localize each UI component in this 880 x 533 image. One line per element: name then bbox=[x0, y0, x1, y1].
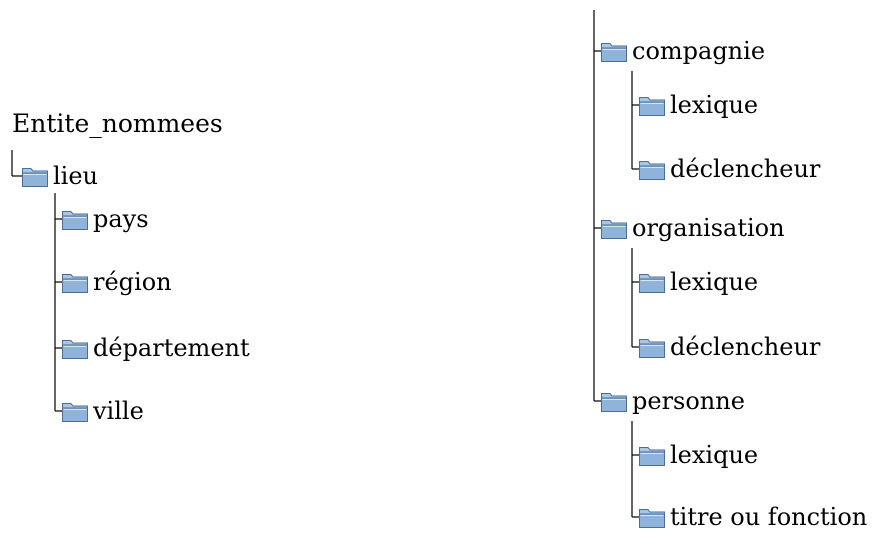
tree-node-departement[interactable]: département bbox=[61, 332, 250, 364]
tree-node-label: titre ou fonction bbox=[670, 503, 868, 531]
tree-node-label: département bbox=[93, 334, 250, 362]
folder-icon bbox=[61, 399, 93, 423]
tree-node-label: déclencheur bbox=[670, 333, 821, 361]
folder-icon bbox=[600, 216, 632, 240]
folder-icon bbox=[638, 443, 670, 467]
folder-icon bbox=[61, 207, 93, 231]
folder-icon bbox=[638, 505, 670, 529]
tree-node-ville[interactable]: ville bbox=[61, 395, 144, 427]
folder-icon bbox=[638, 157, 670, 181]
tree-node-compagnie-declencheur[interactable]: déclencheur bbox=[638, 153, 820, 185]
tree-node-label: organisation bbox=[632, 214, 785, 242]
tree-node-personne[interactable]: personne bbox=[600, 385, 745, 417]
tree-node-label: compagnie bbox=[632, 37, 766, 65]
tree-node-label: lexique bbox=[670, 441, 759, 469]
tree-node-label: personne bbox=[632, 387, 745, 415]
folder-icon bbox=[638, 270, 670, 294]
tree-node-label: lexique bbox=[670, 268, 759, 296]
tree-node-personne-lexique[interactable]: lexique bbox=[638, 439, 758, 471]
tree-node-compagnie-lexique[interactable]: lexique bbox=[638, 89, 758, 121]
tree-node-label: région bbox=[93, 268, 172, 296]
tree-node-label: pays bbox=[93, 205, 149, 233]
tree-node-region[interactable]: région bbox=[61, 266, 172, 298]
tree-node-lieu[interactable]: lieu bbox=[21, 160, 98, 192]
tree-node-label: ville bbox=[93, 397, 144, 425]
tree-root-label: Entite_nommees bbox=[12, 109, 223, 138]
tree-node-organisation-declencheur[interactable]: déclencheur bbox=[638, 331, 820, 363]
tree-node-label: lexique bbox=[670, 91, 759, 119]
tree-node-compagnie[interactable]: compagnie bbox=[600, 35, 765, 67]
tree-node-personne-titre[interactable]: titre ou fonction bbox=[638, 501, 867, 533]
folder-icon bbox=[638, 93, 670, 117]
folder-icon bbox=[21, 164, 53, 188]
tree-node-organisation-lexique[interactable]: lexique bbox=[638, 266, 758, 298]
tree-node-label: déclencheur bbox=[670, 155, 821, 183]
tree-node-organisation[interactable]: organisation bbox=[600, 212, 785, 244]
folder-icon bbox=[600, 389, 632, 413]
tree-node-pays[interactable]: pays bbox=[61, 203, 149, 235]
folder-icon bbox=[61, 270, 93, 294]
folder-icon bbox=[600, 39, 632, 63]
folder-icon bbox=[638, 335, 670, 359]
tree-node-label: lieu bbox=[53, 162, 99, 190]
folder-icon bbox=[61, 336, 93, 360]
